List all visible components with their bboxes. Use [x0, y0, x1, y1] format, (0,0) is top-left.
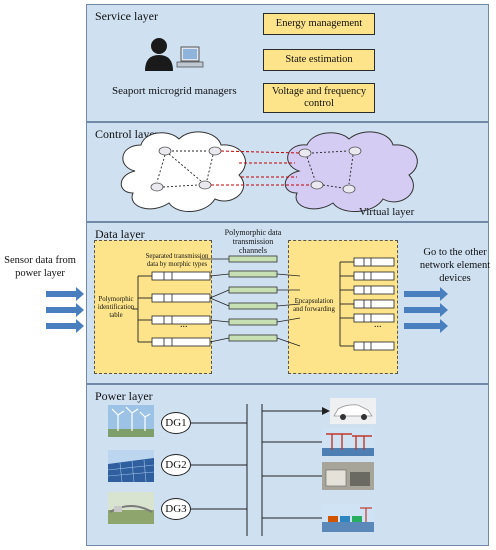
port-crane-image: [322, 428, 374, 456]
wind-turbine-image: [108, 405, 154, 437]
managers-label: Seaport microgrid managers: [112, 85, 237, 97]
control-network-diagram: [120, 131, 418, 213]
solar-panel-image: [108, 450, 154, 482]
electric-vehicle-image: [330, 398, 376, 424]
storage-facility-image: [322, 462, 374, 490]
virtual-layer-label: Virtual layer: [359, 206, 415, 218]
manager-computer-icon: [145, 38, 204, 71]
control-layer: Control layer: [86, 122, 489, 222]
left-ellipsis: ...: [180, 319, 188, 330]
identification-table-box: [94, 240, 212, 374]
data-layer-title: Data layer: [95, 227, 145, 241]
container-terminal-image: [322, 504, 374, 532]
service-layer-title: Service layer: [95, 9, 158, 23]
separated-transmission-label: Separated transmission data by morphic t…: [145, 253, 209, 268]
identification-table-label: Polymorphic identification table: [97, 296, 135, 319]
physical-nodes: [150, 146, 222, 192]
energy-management-box: Energy management: [263, 13, 375, 35]
voltage-frequency-control-box: Voltage and frequency control: [263, 83, 375, 113]
goto-devices-label: Go to the other network element devices: [419, 247, 491, 284]
dg3-node: DG3: [161, 498, 191, 520]
diesel-generator-image: [108, 492, 154, 524]
virtual-cloud: [284, 131, 418, 213]
control-layer-title: Control layer: [95, 127, 159, 141]
dg2-node: DG2: [161, 454, 191, 476]
dg1-node: DG1: [161, 412, 191, 434]
state-estimation-box: State estimation: [263, 49, 375, 71]
encapsulation-label: Encapsulation and forwarding: [293, 298, 335, 313]
sensor-data-label: Sensor data from power layer: [4, 255, 76, 279]
power-layer-title: Power layer: [95, 389, 153, 403]
virtual-nodes: [298, 146, 362, 194]
channels-label: Polymorphic data transmission channels: [224, 228, 282, 255]
service-layer: Service layer Seaport microgrid managers…: [86, 4, 489, 122]
output-arrows: [404, 287, 448, 333]
right-ellipsis: ...: [374, 319, 382, 330]
input-arrows: [46, 287, 84, 333]
